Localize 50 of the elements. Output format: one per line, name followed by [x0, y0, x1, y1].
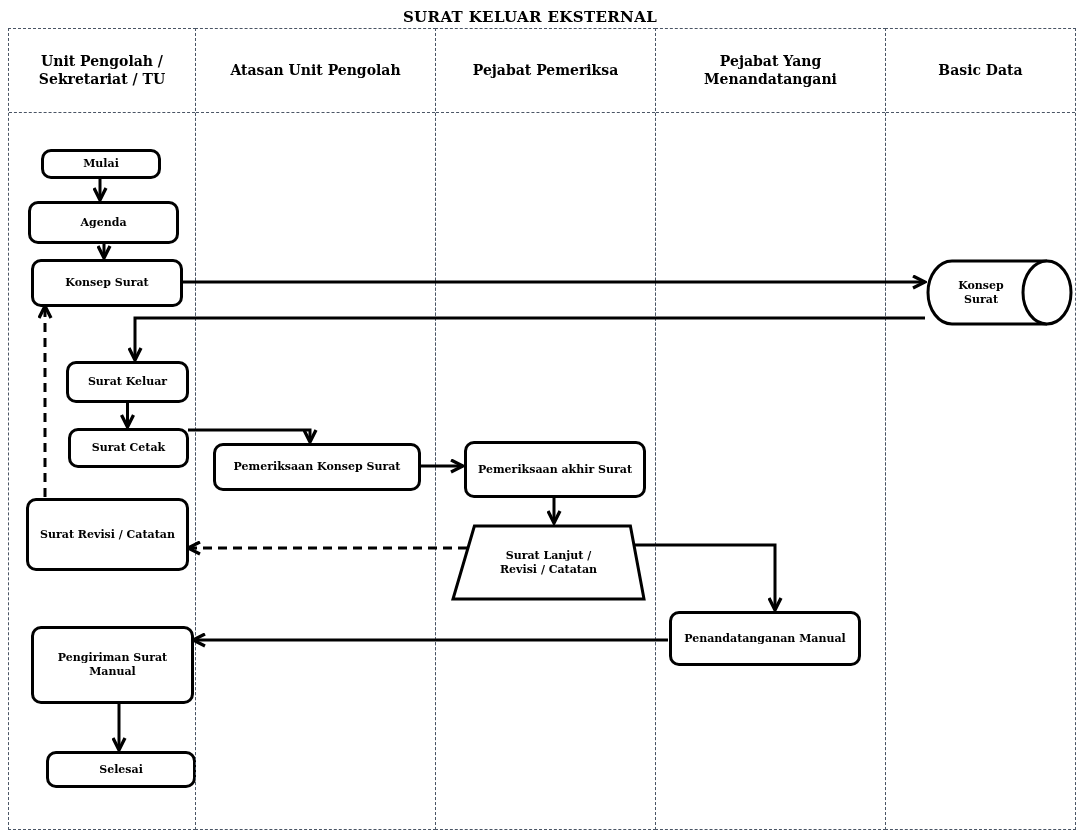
arrow [96, 243, 112, 260]
arrow [37, 304, 53, 497]
arrow [546, 497, 562, 525]
process-box [41, 149, 161, 179]
diagram-title: SURAT KELUAR EKSTERNAL [401, 7, 659, 28]
process-box [68, 428, 189, 468]
arrow [420, 458, 465, 474]
process-box [26, 498, 189, 571]
process-box [31, 626, 194, 704]
node-label: Pengiriman Surat Manual [56, 651, 169, 679]
lane-header: Atasan Unit Pengolah [229, 61, 402, 80]
node-label: Pemeriksaan akhir Surat [477, 462, 633, 477]
node-label: Agenda [79, 215, 128, 230]
node-label: Surat Cetak [90, 441, 167, 455]
swimlane [195, 28, 436, 830]
node-label: Penandatanganan Manual [683, 631, 847, 646]
node-label: Surat Lanjut / Revisi / Catatan [498, 548, 599, 577]
arrow [127, 316, 925, 362]
node-label: Surat Keluar [86, 375, 169, 389]
process-box [669, 611, 861, 666]
arrow [92, 178, 108, 202]
node-label: Pemeriksaan Konsep Surat [232, 460, 402, 474]
arrow [182, 274, 927, 290]
lane-header: Basic Data [937, 61, 1024, 80]
swimlane [655, 28, 886, 830]
arrow [111, 703, 127, 752]
database-cylinder [926, 259, 1073, 326]
process-box [464, 441, 646, 498]
lane-header: Unit Pengolah / Sekretariat / TU [37, 53, 167, 88]
arrow [191, 632, 668, 648]
process-box [213, 443, 421, 491]
node-label: Selesai [98, 762, 144, 777]
arrow [188, 428, 318, 444]
node-label: Konsep Surat [957, 278, 1005, 307]
lane-header: Pejabat Pemeriksa [471, 61, 620, 80]
node-label: Surat Revisi / Catatan [39, 527, 176, 542]
node-label: Konsep Surat [64, 276, 150, 290]
lane-header: Pejabat Yang Menandatangani [703, 53, 838, 88]
arrow [186, 540, 467, 556]
process-box [28, 201, 179, 244]
process-box [66, 361, 189, 403]
swimlane [885, 28, 1076, 830]
swimlane [435, 28, 656, 830]
arrow [634, 543, 783, 612]
process-box [31, 259, 183, 307]
document-trapezoid [451, 524, 646, 601]
swimlane [8, 28, 196, 830]
node-label: Mulai [82, 157, 120, 171]
process-box [46, 751, 196, 788]
arrow [119, 402, 136, 429]
